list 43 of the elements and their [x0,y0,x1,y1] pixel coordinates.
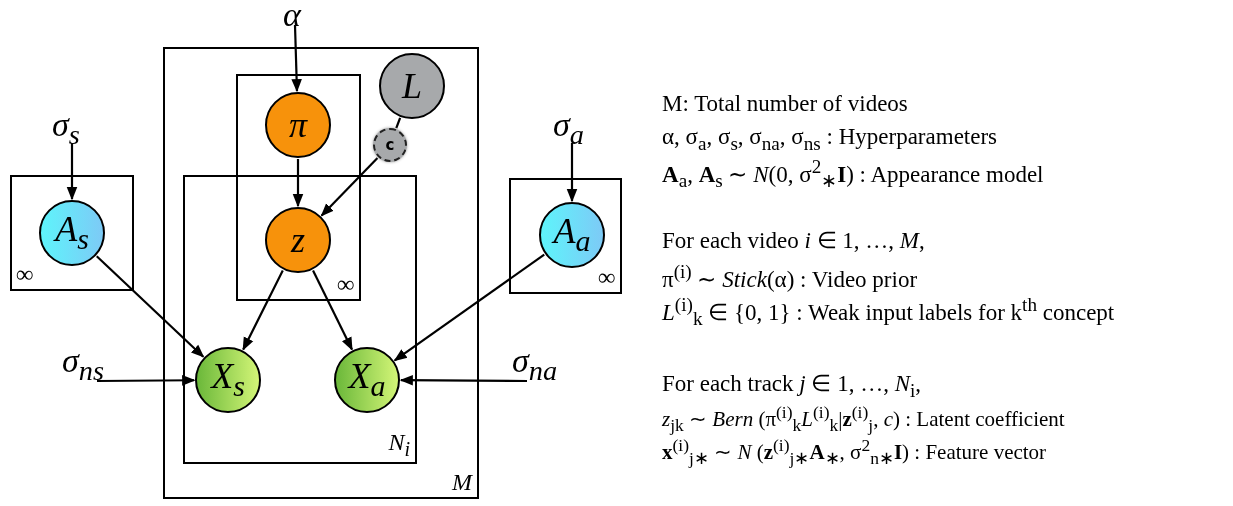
variable-label: A$_{s}$ [55,211,89,255]
variable-label: π [288,107,307,143]
legend-note: A$_{a}$, A$_{s}$ ∼ N(0, σ$^{2}$$_{∗}$I) : Appearance model [662,156,1044,192]
arrow [97,375,196,386]
hyperparameter-label: α [283,0,301,32]
variable-label: z [291,222,305,258]
arrow [292,159,304,208]
hyperparameter-label: σ$_{na}$ [512,344,558,386]
legend-note: z$_{jk}$ ∼ Bern (π$^{(i)}$$_{k}$L$^{(i)}$$_{k}$|z$^{(i)}$$_{j}$, c) : Latent coefficient [662,403,1065,436]
legend-note: α, σ$_{a}$, σ$_{s}$, σ$_{na}$, σ$_{ns}$ : Hyperparameters [662,124,998,154]
arrow [399,375,527,386]
legend-note: L$^{(i)}$$_{k}$ ∈ {0, 1} : Weak input labels for k$^{th}$ concept [662,294,1115,330]
arrow [393,253,545,362]
arrow [96,255,205,358]
arrow [566,143,578,203]
constant-circle [373,128,407,162]
arrow [66,143,78,201]
variable-label: X$_{s}$ [211,358,245,402]
variable-label: A$_{a}$ [553,213,591,257]
legend-note: For each track j ∈ 1, …, N$_{i}$, [662,371,922,401]
plate-frame [10,175,134,291]
plate-label: ∞ [597,265,615,289]
variable-label: L [402,68,422,104]
plate-label: M [452,470,472,494]
hyperparameter-label: σ$_{ns}$ [62,344,104,386]
variable-label: X$_{a}$ [348,358,386,402]
plate-label: N$_{i}$ [388,430,410,459]
plate-label: ∞ [336,272,354,296]
hyperparameter-label: σ$_{s}$ [52,108,80,150]
arrow [312,270,353,351]
legend-note: x$^{(i)}$$_{j∗}$ ∼ N (z$^{(i)}$$_{j∗}$A$_{∗}$, σ$^{2}$$_{n∗}$I) : Feature vector [662,436,1047,469]
arrow [242,269,284,351]
connector-line [395,117,402,129]
hyperparameter-label: σ$_{a}$ [553,108,584,150]
variable-circle [265,207,331,273]
arrow [291,24,302,93]
legend-note: M: Total number of videos [662,91,908,117]
legend-note: For each video i ∈ 1, …, M, [662,228,925,254]
plate-label: ∞ [16,262,34,286]
arrow [320,157,379,217]
variable-label: c [385,137,395,153]
plate-frame [509,178,622,294]
legend-note: π$^{(i)}$ ∼ Stick(α) : Video prior [662,261,918,292]
